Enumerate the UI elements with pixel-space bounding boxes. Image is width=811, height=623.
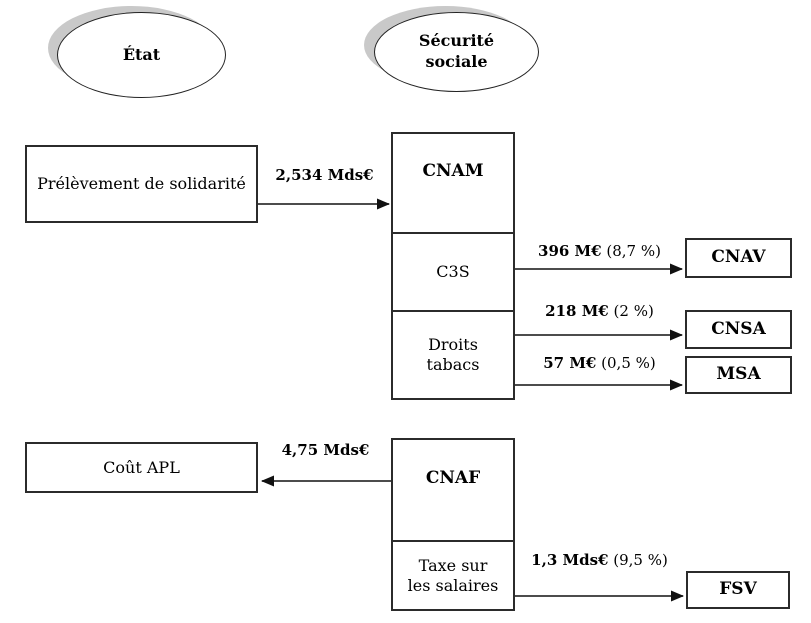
box-prelevement-solidarite-label: Prélèvement de solidarité	[37, 174, 246, 193]
box-prelevement-solidarite: Prélèvement de solidarité	[25, 145, 258, 223]
box-msa: MSA	[685, 356, 792, 394]
flow-amount: 2,534 Mds€	[275, 166, 374, 184]
stack-cell-cnaf-label: CNAF	[425, 468, 481, 489]
flow-label-tabacs-msa: 57 M€ (0,5 %)	[515, 354, 684, 372]
flow-amount: 1,3 Mds€	[531, 551, 609, 569]
ellipse-securite-sociale: Sécurité sociale	[374, 12, 539, 92]
stack-cnaf: CNAF Taxe sur les salaires	[391, 438, 515, 611]
flow-label-cnaf-cout-apl: 4,75 Mds€	[259, 441, 392, 459]
flow-label-taxe-fsv: 1,3 Mds€ (9,5 %)	[515, 551, 684, 569]
stack-cell-droits-tabacs-label: Droits tabacs	[426, 335, 480, 374]
box-fsv: FSV	[686, 571, 790, 609]
stack-cnam: CNAM C3S Droits tabacs	[391, 132, 515, 400]
box-cnsa-label: CNSA	[711, 318, 766, 339]
flow-label-c3s-cnav: 396 M€ (8,7 %)	[515, 242, 684, 260]
stack-cell-c3s: C3S	[393, 234, 513, 312]
stack-cell-cnaf: CNAF	[393, 440, 513, 542]
box-cnav-label: CNAV	[711, 247, 766, 268]
flow-label-prelevement-cnam: 2,534 Mds€	[258, 166, 391, 184]
stack-cell-droits-tabacs: Droits tabacs	[393, 312, 513, 398]
stack-cell-c3s-label: C3S	[436, 262, 470, 281]
box-fsv-label: FSV	[719, 579, 757, 600]
stack-cell-cnam: CNAM	[393, 134, 513, 234]
box-cnav: CNAV	[685, 238, 792, 278]
flow-amount: 218 M€	[545, 302, 609, 320]
stack-cell-taxe-salaires: Taxe sur les salaires	[393, 542, 513, 609]
flow-amount: 57 M€	[543, 354, 597, 372]
box-cout-apl-label: Coût APL	[103, 457, 180, 477]
flow-percent: (8,7 %)	[606, 242, 661, 260]
ellipse-securite-sociale-label: Sécurité sociale	[418, 31, 495, 71]
flow-percent: (2 %)	[613, 302, 654, 320]
flow-percent: (9,5 %)	[613, 551, 668, 569]
stack-cell-taxe-salaires-label: Taxe sur les salaires	[407, 555, 499, 595]
flow-percent: (0,5 %)	[601, 354, 656, 372]
ellipse-etat-label: État	[122, 44, 161, 64]
box-msa-label: MSA	[716, 364, 761, 385]
box-cnsa: CNSA	[685, 310, 792, 349]
ellipse-etat: État	[57, 12, 226, 98]
box-cout-apl: Coût APL	[25, 442, 258, 493]
flow-amount: 396 M€	[538, 242, 602, 260]
flow-label-tabacs-cnsa: 218 M€ (2 %)	[515, 302, 684, 320]
flow-amount: 4,75 Mds€	[281, 441, 370, 459]
stack-cell-cnam-label: CNAM	[422, 161, 484, 182]
